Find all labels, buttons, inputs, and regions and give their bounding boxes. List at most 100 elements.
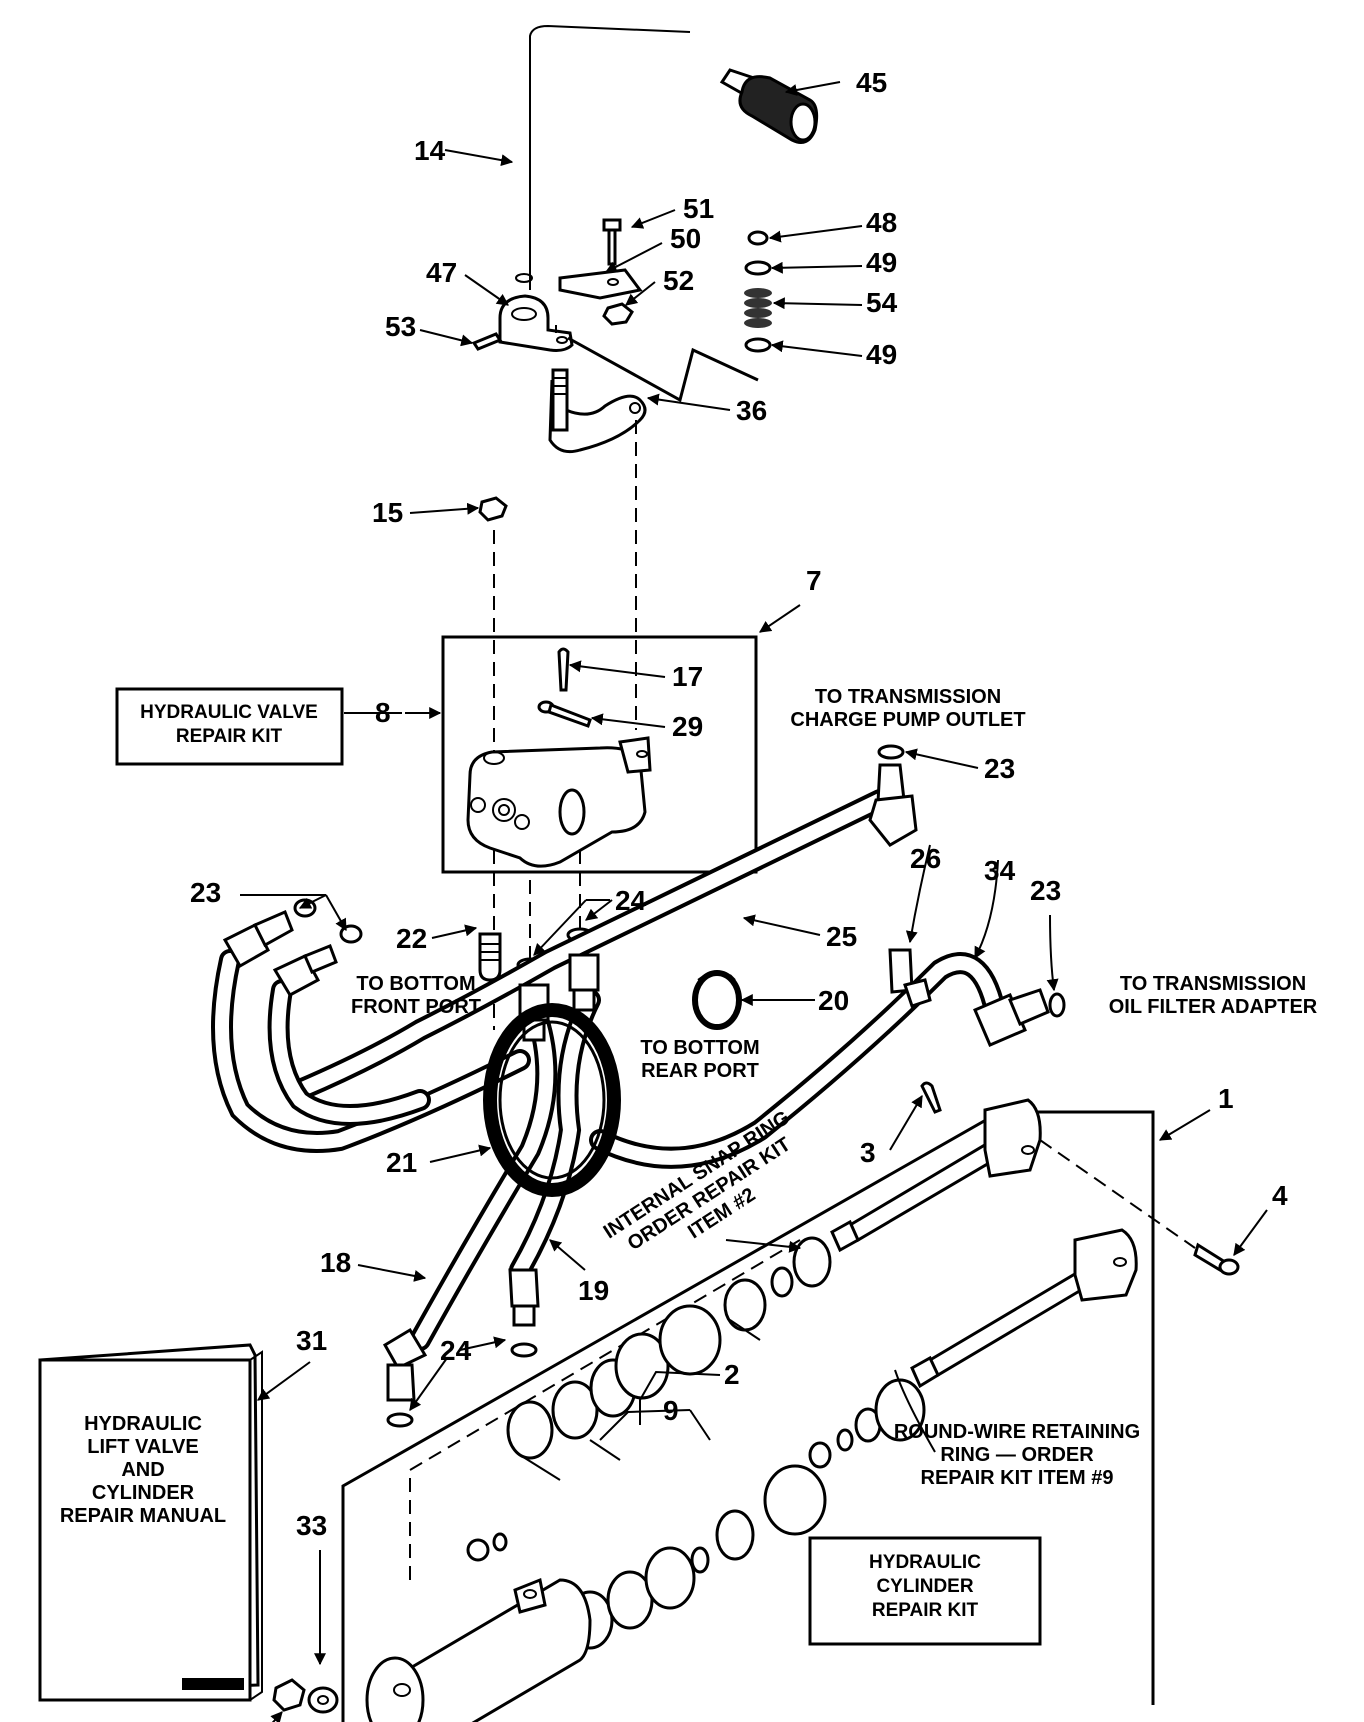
fitting-oil-filter: [973, 988, 1050, 1047]
label-53: 53: [385, 311, 416, 342]
handle-grip: [738, 75, 819, 144]
label-29: 29: [672, 711, 703, 742]
svg-text:REPAIR MANUAL: REPAIR MANUAL: [60, 1505, 226, 1527]
o-ring-23-charge: [877, 744, 905, 760]
label-19: 19: [578, 1275, 609, 1306]
callout-bottom-front: TO BOTTOM FRONT PORT: [351, 973, 481, 1018]
svg-text:TO TRANSMISSION: TO TRANSMISSION: [1120, 973, 1306, 995]
label-48: 48: [866, 207, 897, 238]
label-45: 45: [856, 67, 887, 98]
label-36: 36: [736, 395, 767, 426]
label-9: 9: [663, 1395, 679, 1426]
fitting-hose-19: [508, 1268, 540, 1327]
label-51: 51: [683, 193, 714, 224]
manual-title: HYDRAULIC LIFT VALVE AND CYLINDER REPAIR…: [60, 1413, 226, 1527]
svg-text:CHARGE PUMP OUTLET: CHARGE PUMP OUTLET: [790, 709, 1025, 731]
piston-rod-upper: [830, 1098, 1042, 1253]
label-26: 26: [910, 843, 941, 874]
bolt-22: [478, 932, 502, 982]
washer-33: [307, 1686, 339, 1714]
svg-text:TO BOTTOM: TO BOTTOM: [356, 973, 475, 995]
nut-32: [272, 1678, 306, 1712]
valve-kit-box: [115, 687, 344, 766]
label-14: 14: [414, 135, 446, 166]
svg-text:RING — ORDER: RING — ORDER: [940, 1444, 1094, 1466]
label-21: 21: [386, 1147, 417, 1178]
cylinder-kit-box: [808, 1536, 1042, 1646]
leader-line-bracket: [567, 336, 759, 403]
label-2: 2: [724, 1359, 740, 1390]
label-23-charge: 23: [984, 753, 1015, 784]
label-50: 50: [670, 223, 701, 254]
callout-oil-filter: TO TRANSMISSION OIL FILTER ADAPTER: [1109, 973, 1318, 1018]
fitting-left-2: [272, 944, 338, 997]
fitting-left-1: [222, 910, 294, 969]
svg-text:REAR PORT: REAR PORT: [641, 1060, 759, 1082]
stop-plate: [558, 268, 643, 300]
hydraulic-valve-body: [466, 736, 652, 868]
svg-text:CYLINDER: CYLINDER: [92, 1482, 195, 1504]
label-17: 17: [672, 661, 703, 692]
hose-assembly: [211, 789, 1006, 1351]
label-4: 4: [1272, 1180, 1288, 1211]
svg-text:OIL FILTER ADAPTER: OIL FILTER ADAPTER: [1109, 996, 1318, 1018]
label-1: 1: [1218, 1083, 1234, 1114]
svg-text:AND: AND: [121, 1459, 164, 1481]
cotter-pin-3: [920, 1081, 942, 1114]
bolt-51: [602, 218, 622, 266]
o-ring-24-lower-left: [386, 1412, 414, 1428]
seal-kit-2: [506, 1236, 832, 1481]
fitting-bottom-rear: [568, 953, 600, 1012]
leader-arrows: [240, 81, 1268, 1722]
fitting-hose-18: [382, 1327, 428, 1402]
part-number-labels: 45 14 51 50 52 47 53 48 49 54 49 36 15 7…: [190, 67, 1288, 1541]
valve-kit-label: HYDRAULIC VALVE REPAIR KIT: [140, 702, 318, 747]
hose-clip: [888, 948, 932, 1008]
lift-lever: [513, 6, 763, 290]
svg-text:TO TRANSMISSION: TO TRANSMISSION: [815, 686, 1001, 708]
alignment-line-cyl-1: [1039, 1139, 1196, 1249]
svg-text:LIFT VALVE: LIFT VALVE: [87, 1436, 198, 1458]
svg-text:HYDRAULIC VALVE: HYDRAULIC VALVE: [140, 702, 318, 723]
label-25: 25: [826, 921, 857, 952]
svg-text:CYLINDER: CYLINDER: [876, 1576, 973, 1597]
o-ring-24-lower-right: [510, 1342, 538, 1358]
alignment-line-cyl-2: [409, 1239, 801, 1580]
label-24-lower: 24: [440, 1335, 472, 1366]
cylinder-body: [365, 1577, 592, 1722]
callout-charge-pump: TO TRANSMISSION CHARGE PUMP OUTLET: [790, 686, 1025, 731]
label-20: 20: [818, 985, 849, 1016]
seal-kit-9: [466, 1378, 926, 1650]
fitting-top-right: [868, 763, 918, 847]
callout-bottom-rear: TO BOTTOM REAR PORT: [640, 1037, 759, 1082]
label-34: 34: [984, 855, 1016, 886]
label-52: 52: [663, 265, 694, 296]
svg-text:HYDRAULIC: HYDRAULIC: [869, 1552, 981, 1573]
valve-kit-frame: [441, 635, 758, 874]
nut-52: [602, 302, 634, 326]
nut-15: [478, 496, 508, 522]
cotter-pin-17: [557, 647, 570, 692]
svg-text:TO BOTTOM: TO BOTTOM: [640, 1037, 759, 1059]
label-23-left: 23: [190, 877, 221, 908]
roll-pin: [471, 332, 503, 351]
svg-text:ROUND-WIRE RETAINING: ROUND-WIRE RETAINING: [894, 1421, 1140, 1443]
svg-text:HYDRAULIC: HYDRAULIC: [84, 1413, 202, 1435]
label-18: 18: [320, 1247, 351, 1278]
valve-arm: [548, 368, 647, 454]
label-24-upper: 24: [615, 885, 647, 916]
label-49-lower: 49: [866, 339, 897, 370]
svg-text:REPAIR KIT ITEM #9: REPAIR KIT ITEM #9: [921, 1467, 1114, 1489]
svg-text:REPAIR KIT: REPAIR KIT: [872, 1600, 979, 1621]
label-54: 54: [866, 287, 898, 318]
label-7: 7: [806, 565, 822, 596]
repair-manual: [38, 1343, 263, 1702]
cylinder-kit-label: HYDRAULIC CYLINDER REPAIR KIT: [869, 1552, 981, 1621]
svg-text:FRONT PORT: FRONT PORT: [351, 996, 481, 1018]
label-47: 47: [426, 257, 457, 288]
grommet: [483, 1003, 621, 1197]
label-31: 31: [296, 1325, 327, 1356]
label-49-upper: 49: [866, 247, 897, 278]
hose-clamp: [692, 970, 742, 1030]
